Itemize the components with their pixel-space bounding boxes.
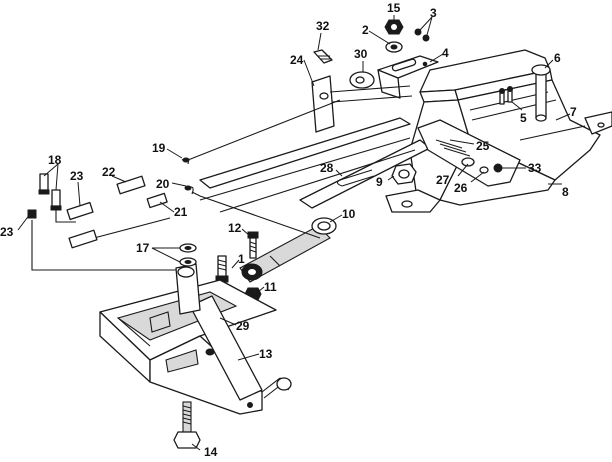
- link-plate: [417, 119, 521, 187]
- callout-17: 17: [136, 241, 150, 255]
- callout-30: 30: [354, 47, 368, 61]
- callout-19: 19: [152, 141, 166, 155]
- hose-lines: [31, 99, 341, 271]
- callout-32: 32: [316, 19, 330, 33]
- callout-28: 28: [320, 161, 334, 175]
- callout-labels: 32 15 2 3 4 30 24 6 7 5 25 33 27 26 8 9 …: [0, 1, 577, 459]
- callout-9: 9: [376, 175, 383, 189]
- callout-25: 25: [476, 139, 490, 153]
- hydraulic-cylinder: [239, 217, 337, 283]
- washers: [179, 243, 197, 267]
- callout-24: 24: [290, 53, 304, 67]
- callout-12: 12: [228, 221, 242, 235]
- callout-29: 29: [236, 319, 250, 333]
- pivot-assembly: [311, 49, 413, 133]
- lower-frame: [99, 263, 292, 415]
- long-arm: [199, 117, 416, 213]
- callout-2: 2: [362, 23, 369, 37]
- callout-20: 20: [156, 177, 170, 191]
- top-hardware: [384, 19, 430, 53]
- screw-1: [215, 255, 229, 283]
- callout-23-left: 23: [0, 225, 14, 239]
- bolts-set: [499, 86, 513, 105]
- callout-8: 8: [562, 185, 569, 199]
- bolt-12: [247, 231, 259, 259]
- elbow-20: [184, 185, 194, 195]
- callout-13: 13: [259, 347, 273, 361]
- leader-lines: [17, 15, 571, 451]
- pin: [531, 64, 551, 122]
- callout-6: 6: [554, 51, 561, 65]
- bolt-14: [173, 401, 201, 449]
- callout-10: 10: [342, 207, 356, 221]
- fitting-22: [116, 175, 146, 195]
- cotter-pin: [336, 169, 375, 187]
- callout-11: 11: [264, 280, 277, 294]
- callout-3: 3: [430, 6, 437, 20]
- fitting-21: [146, 192, 168, 209]
- callout-1: 1: [238, 252, 245, 266]
- callout-18: 18: [48, 153, 62, 167]
- large-nut: [391, 163, 417, 185]
- elbow-19: [181, 157, 190, 165]
- callout-14: 14: [204, 445, 218, 459]
- callout-4: 4: [442, 46, 449, 60]
- callout-33: 33: [528, 161, 542, 175]
- callout-26: 26: [454, 181, 468, 195]
- callout-15: 15: [387, 1, 401, 15]
- callout-5: 5: [520, 111, 527, 125]
- callout-7: 7: [570, 105, 577, 119]
- fitting-23: [27, 201, 98, 249]
- callout-27: 27: [436, 173, 450, 187]
- callout-23-right: 23: [70, 169, 84, 183]
- fitting-18: [38, 173, 62, 211]
- bracket-plate: [377, 55, 439, 99]
- callout-21: 21: [174, 205, 188, 219]
- callout-22: 22: [102, 165, 116, 179]
